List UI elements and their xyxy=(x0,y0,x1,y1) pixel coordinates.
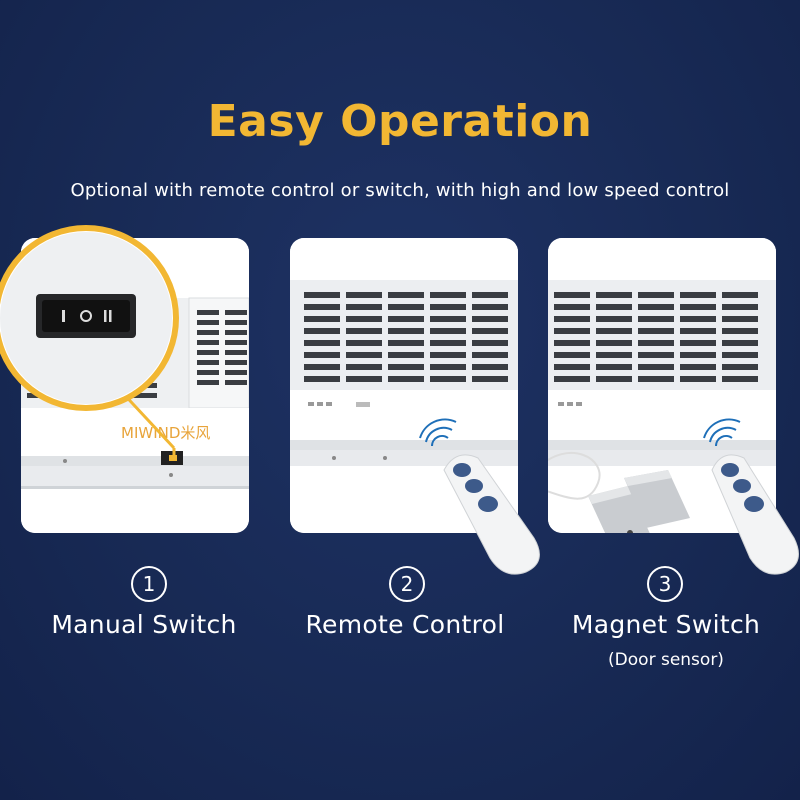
magnetic-door-sensor-icon xyxy=(588,470,690,533)
air-curtain-image xyxy=(290,238,518,533)
card-manual-switch: MIWIND米风 xyxy=(21,238,249,533)
feature-number-2: 2 xyxy=(389,566,425,602)
card-remote-control xyxy=(290,238,518,533)
air-curtain-image: MIWIND米风 xyxy=(21,238,249,533)
feature-label-magnet-switch: Magnet Switch xyxy=(571,610,761,639)
feature-label-remote-control: Remote Control xyxy=(305,610,505,639)
brand-logo: MIWIND米风 xyxy=(121,424,210,442)
feature-number-3: 3 xyxy=(647,566,683,602)
page-title: Easy Operation xyxy=(207,96,593,147)
feature-label-manual-switch: Manual Switch xyxy=(51,610,237,639)
card-magnet-switch xyxy=(548,238,776,533)
feature-number-1: 1 xyxy=(131,566,167,602)
air-curtain-image xyxy=(548,238,776,533)
page-subtitle: Optional with remote control or switch, … xyxy=(70,180,730,201)
feature-note-door-sensor: (Door sensor) xyxy=(608,650,724,670)
